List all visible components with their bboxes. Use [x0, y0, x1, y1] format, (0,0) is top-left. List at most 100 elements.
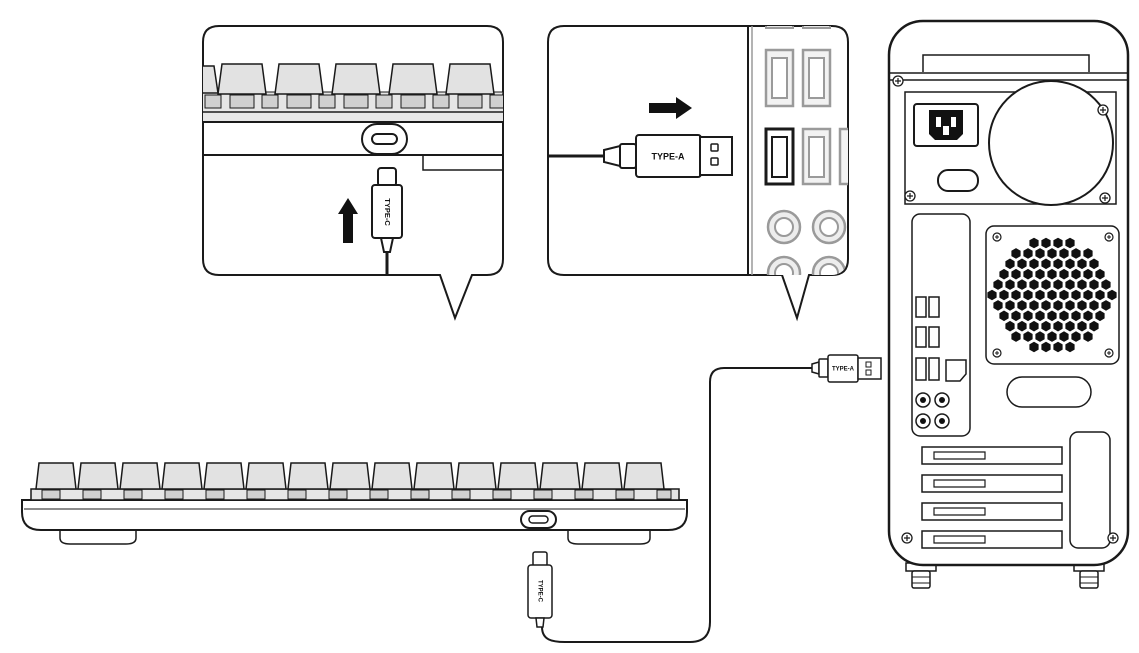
fan-grill-hole — [1089, 300, 1099, 311]
fan-grill-hole — [1053, 258, 1063, 270]
fan-grill-hole — [1059, 248, 1069, 259]
fan-grill-hole — [1065, 237, 1075, 249]
fan-grill-hole — [1017, 320, 1027, 332]
usb-c-connector-closeup: TYPE-C — [371, 167, 403, 275]
keyboard — [21, 462, 688, 545]
fan-grill-hole — [1083, 331, 1093, 342]
fan-grill-hole — [1059, 289, 1069, 301]
fan-grill-hole — [1041, 279, 1051, 290]
fan-grill-hole — [1071, 268, 1081, 280]
fan-grill-hole — [1101, 279, 1111, 290]
fan-grill-hole — [1005, 300, 1015, 311]
pc-tower — [887, 19, 1130, 589]
fan-grill-hole — [1041, 341, 1051, 353]
fan-grill-hole — [1035, 331, 1045, 342]
usb-a-connector-closeup: TYPE-A — [548, 134, 733, 178]
io-shield — [911, 213, 971, 437]
fan-grill-hole — [1053, 320, 1063, 332]
fan-grill-hole — [1053, 300, 1063, 311]
fan-grill-hole — [1035, 248, 1045, 259]
type-c-label-closeup: TYPE-C — [383, 198, 392, 226]
keycap-row-closeup — [203, 63, 503, 95]
arrow-right-icon — [649, 97, 692, 119]
usb-cable: TYPE-C TYPE-A — [527, 354, 882, 643]
side-panel-cutout — [1069, 431, 1111, 549]
fan-grill-hole — [1011, 310, 1021, 322]
fan-grill-hole — [1095, 310, 1105, 322]
arrow-up-icon — [338, 198, 358, 243]
fan-grill-hole — [1047, 310, 1057, 322]
fan-grill-hole — [999, 310, 1009, 322]
fan-grill-hole — [1011, 268, 1021, 280]
usb-port-grid — [764, 26, 848, 186]
fan-grill-hole — [1005, 258, 1015, 270]
fan-grill-hole — [1095, 289, 1105, 301]
type-a-plug: TYPE-A — [811, 354, 882, 383]
fan-grill-hole — [1035, 289, 1045, 301]
fan-grill-hole — [1029, 258, 1039, 270]
fan-grill-hole — [1095, 268, 1105, 280]
fan-grill-hole — [1059, 268, 1069, 280]
fan-grill-hole — [1059, 331, 1069, 342]
fan-grill-hole — [1017, 279, 1027, 290]
fan-grill-hole — [1065, 320, 1075, 332]
fan-grill-hole — [1053, 341, 1063, 353]
fan-grill-hole — [1023, 331, 1033, 342]
fan-grill-hole — [1077, 258, 1087, 270]
zoom-callout-pc-port: TYPE-A — [547, 25, 849, 322]
fan-grill-hole — [1083, 310, 1093, 322]
fan-grill-hole — [1005, 320, 1015, 332]
fan-grill-hole — [1023, 268, 1033, 280]
fan-grill-hole — [1035, 310, 1045, 322]
fan-grill-hole — [1083, 268, 1093, 280]
fan-grill-hole — [1029, 341, 1039, 353]
type-a-label-closeup: TYPE-A — [651, 151, 685, 161]
type-a-plug-label: TYPE-A — [832, 367, 855, 373]
fan-grill-hole — [993, 279, 1003, 290]
pc-rear-io-closeup: TYPE-A — [548, 26, 848, 275]
fan-grill-hole — [1071, 289, 1081, 301]
keyboard-foot-left — [59, 527, 137, 545]
fan-grill-hole — [1071, 331, 1081, 342]
fan-grill-hole — [1065, 279, 1075, 290]
fan-grill-hole — [1077, 279, 1087, 290]
fan-grill-hole — [1089, 279, 1099, 290]
fan-grill-hole — [1017, 258, 1027, 270]
psu-fan — [988, 80, 1114, 206]
fan-grill-hole — [1029, 300, 1039, 311]
fan-grill-hole — [1029, 237, 1039, 249]
fan-grill-hole — [1005, 279, 1015, 290]
fan-grill-hole — [1077, 320, 1087, 332]
switch-row-closeup — [204, 94, 503, 109]
power-supply — [892, 75, 1117, 206]
zoom-callout-keyboard-port: TYPE-C — [202, 25, 504, 321]
fan-grill-hole — [1083, 248, 1093, 259]
keyboard-switch-row — [41, 489, 672, 500]
type-c-plug: TYPE-C — [527, 551, 553, 628]
fan-grill-hole — [993, 300, 1003, 311]
power-socket-icon — [929, 110, 963, 140]
fan-grill-hole — [1041, 237, 1051, 249]
fan-grill-hole — [1077, 300, 1087, 311]
fan-grill-hole — [1107, 289, 1117, 301]
fan-grill-hole — [1065, 300, 1075, 311]
fan-grill-hole — [1011, 248, 1021, 259]
fan-grill-hole — [1047, 268, 1057, 280]
fan-grill-hole — [999, 289, 1009, 301]
fan-grill-hole — [1041, 320, 1051, 332]
fan-grill-hole — [1101, 300, 1111, 311]
fan-grill-hole — [1047, 331, 1057, 342]
expansion-slots — [921, 446, 1063, 549]
fan-grill-hole — [1065, 258, 1075, 270]
keyboard-case — [21, 499, 688, 531]
fan-grill-hole — [1083, 289, 1093, 301]
fan-grill-hole — [1047, 248, 1057, 259]
fan-grill-hole — [1017, 300, 1027, 311]
fan-grill-hole — [1011, 289, 1021, 301]
fan-grill-hole — [1023, 248, 1033, 259]
fan-grill-hole — [1029, 320, 1039, 332]
fan-grill-hole — [1089, 320, 1099, 332]
fan-grill-hole — [1035, 268, 1045, 280]
fan-grill-hole — [1059, 310, 1069, 322]
keyboard-closeup: TYPE-C — [203, 63, 503, 275]
